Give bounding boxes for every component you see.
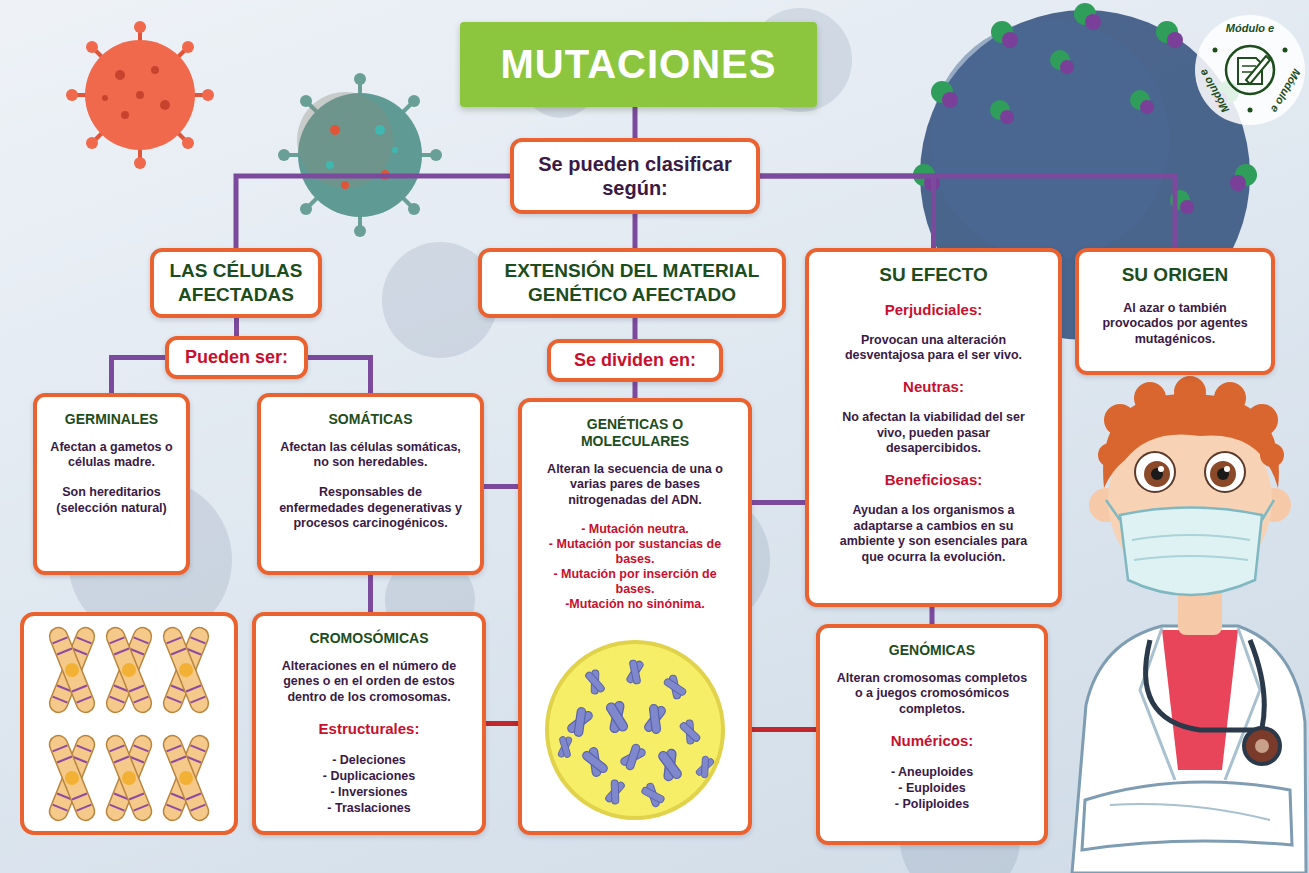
connector — [368, 575, 373, 612]
type-title: SOMÁTICAS — [275, 411, 466, 428]
type-box: GENÓMICAS Alteran cromosomas completos o … — [816, 624, 1048, 845]
category-box: SU EFECTO Perjudiciales: Provocan una alte… — [805, 248, 1062, 607]
connector — [234, 318, 239, 336]
list-item: - Mutación neutra. — [536, 522, 734, 537]
description: Al azar o también provocados por agentes… — [1095, 301, 1255, 348]
category-title: SU ORIGEN — [1095, 264, 1255, 287]
description: Son hereditarios (selección natural) — [47, 485, 176, 516]
virus — [66, 21, 214, 169]
connector — [484, 484, 518, 489]
chromosome-picture — [22, 614, 236, 833]
connector — [760, 176, 934, 248]
description: Alteraciones en el número de genes o en … — [270, 659, 468, 706]
description: Afectan las células somáticas, no son he… — [275, 440, 466, 471]
category-box: LAS CÉLULAS AFECTADAS — [150, 248, 322, 318]
list-item: - Poliploides — [834, 796, 1030, 812]
subheading: Numéricos: — [834, 732, 1030, 750]
list-item: - Mutación por sustancias de bases. — [536, 537, 734, 567]
watermark-text: Módulo e — [1226, 22, 1274, 34]
virus — [278, 73, 442, 237]
list-item: - Duplicaciones — [270, 768, 468, 784]
subheading: Neutras: — [831, 378, 1036, 396]
description: Ayudan a los organismos a adaptarse a ca… — [831, 503, 1036, 566]
category-box: SU ORIGEN Al azar o también provocados po… — [1075, 248, 1275, 375]
type-box: GENÉTICAS O MOLECULARES Alteran la secuen… — [518, 398, 752, 835]
category-title: LAS CÉLULAS AFECTADAS — [162, 259, 310, 307]
connector — [633, 214, 638, 248]
type-title: GENÓMICAS — [834, 642, 1030, 659]
watermark-text: Módulo e — [1269, 67, 1304, 115]
logo — [1195, 15, 1305, 125]
subheading-pill: Pueden ser: — [165, 336, 308, 379]
description: Alteran cromosomas completos o a juegos … — [834, 671, 1030, 718]
type-box: GERMINALES Afectan a gametos o células ma… — [33, 393, 190, 575]
connector — [308, 358, 371, 394]
description: No afectan la viabilidad del ser vivo, p… — [831, 410, 1036, 457]
connector-line — [633, 105, 638, 140]
pill-label: Se dividen en: — [557, 350, 713, 372]
connector — [760, 176, 1175, 248]
list-item: - Deleciones — [270, 752, 468, 768]
subheading: Perjudiciales: — [831, 301, 1036, 319]
connector — [486, 721, 518, 726]
pill-label: Pueden ser: — [175, 347, 298, 369]
list-item: - Mutación por inserción de bases. — [536, 567, 734, 597]
question-text: Se pueden clasificar según: — [524, 152, 746, 200]
description: Afectan a gametos o células madre. — [47, 440, 176, 471]
type-title: GERMINALES — [47, 411, 176, 428]
connector — [930, 607, 935, 624]
connector — [633, 382, 638, 398]
type-title: GENÉTICAS O MOLECULARES — [536, 416, 734, 450]
type-box: SOMÁTICAS Afectan las células somáticas, … — [257, 393, 484, 575]
doctor-illustration — [1072, 376, 1306, 873]
connector — [633, 318, 638, 339]
connector — [752, 727, 816, 732]
list-item: - Aneuploides — [834, 764, 1030, 780]
category-title: EXTENSIÓN DEL MATERIAL GENÉTICO AFECTADO — [490, 259, 774, 307]
category-title: SU EFECTO — [831, 264, 1036, 287]
description: Provocan una alteración desventajosa par… — [831, 333, 1036, 364]
subheading-pill: Se dividen en: — [547, 339, 723, 382]
description: Alteran la secuencia de una o varias par… — [536, 462, 734, 509]
category-box: EXTENSIÓN DEL MATERIAL GENÉTICO AFECTADO — [478, 248, 786, 318]
title-text: MUTACIONES — [501, 42, 777, 87]
watermark-text: Módulo e — [1197, 67, 1232, 115]
description: Responsables de enfermedades degenerativ… — [275, 485, 466, 532]
list-item: -Mutación no sinónima. — [536, 597, 734, 612]
cell-illustration — [535, 637, 735, 823]
connector — [236, 176, 510, 248]
subheading: Beneficiosas: — [831, 471, 1036, 489]
subheading: Estructurales: — [270, 720, 468, 738]
list-item: - Traslaciones — [270, 800, 468, 816]
virus — [72, 27, 208, 163]
question-box: Se pueden clasificar según: — [510, 138, 760, 214]
connector — [112, 358, 166, 394]
type-box: CROMOSÓMICAS Alteraciones en el número de… — [252, 612, 486, 835]
title-box: MUTACIONES — [460, 22, 817, 107]
list-item: - Inversiones — [270, 784, 468, 800]
virus — [284, 79, 436, 231]
connector — [752, 500, 805, 505]
type-title: CROMOSÓMICAS — [270, 630, 468, 647]
list-item: - Euploides — [834, 780, 1030, 796]
